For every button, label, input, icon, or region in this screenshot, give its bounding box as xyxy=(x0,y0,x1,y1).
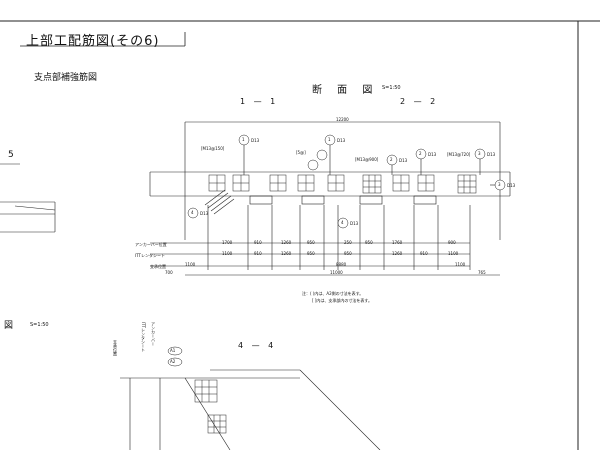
dim-row1-4: 250 xyxy=(344,240,352,245)
dim-row1-1: 910 xyxy=(254,240,262,245)
callout-sup-1: 1 xyxy=(242,137,245,142)
dim-row3-mid: 8880 xyxy=(336,262,347,267)
cut-label-4-4: 4 — 4 xyxy=(238,341,277,350)
callout-sup-3: 2 xyxy=(390,157,393,162)
note-1: 注：( )内は、A2側の寸法を表す。 xyxy=(302,291,364,296)
section-scale: S=1:50 xyxy=(382,85,401,91)
row-label-ittl: ITTレンタシート xyxy=(135,253,165,258)
dim-row2-0: 1100 xyxy=(222,251,233,256)
drawing-subtitle: 支点部補強筋図 xyxy=(34,73,98,83)
side-label-anchor: アンカーバー xyxy=(151,322,156,346)
row-label-anchor: アンカーバー位置 xyxy=(135,242,167,247)
dim-row3-right: 1100 xyxy=(455,262,466,267)
callout-d13-1: D13 xyxy=(251,138,260,143)
callout-sup-2: 1 xyxy=(328,137,331,142)
callout-d13-5: D13 xyxy=(487,152,496,157)
callout-sup-6: 3 xyxy=(498,182,501,187)
side-label-ittl: ITTレンタシート xyxy=(141,322,146,352)
left-partial-label-zu: 図 xyxy=(4,321,14,331)
dim-row2-6: 910 xyxy=(420,251,428,256)
dim-right-end: 765 xyxy=(478,270,486,275)
side-label-bearing: 支承位置 xyxy=(113,340,118,356)
callout-d13-7: D13 xyxy=(200,211,209,216)
row-label-bearing: 支承位置 xyxy=(150,264,166,269)
callout-bracket-3: [M13@900] xyxy=(355,157,379,162)
dim-overall-top: 12200 xyxy=(336,117,349,122)
dim-row2-3: 950 xyxy=(307,251,315,256)
callout-sup-7: 4 xyxy=(191,210,194,215)
left-partial-scale: S=1:50 xyxy=(30,322,49,328)
cut-label-2-2: 2 — 2 xyxy=(400,97,439,106)
dim-row2-4: 950 xyxy=(344,251,352,256)
dim-overall-bottom: 11000 xyxy=(330,270,343,275)
callout-a1: A1 xyxy=(170,348,176,353)
dim-row3-left: 1100 xyxy=(185,262,196,267)
callout-d13-3: D13 xyxy=(399,158,408,163)
callout-bracket-4: [M13@720] xyxy=(447,152,471,157)
note-2: [ ]内は、支承部内の寸法を表す。 xyxy=(312,298,372,303)
dim-row1-3: 950 xyxy=(307,240,315,245)
callout-sup-4: 2 xyxy=(419,151,422,156)
dim-row2-5: 1260 xyxy=(392,251,403,256)
callout-d13-2: D13 xyxy=(337,138,346,143)
callout-sup-5: 3 xyxy=(478,151,481,156)
left-partial-label-5: 5 xyxy=(8,150,14,160)
section-title: 断 面 図 xyxy=(312,85,379,96)
callout-bracket-1: [M13@150] xyxy=(201,146,225,151)
callout-d13-4: D13 xyxy=(428,152,437,157)
callout-d13-6: D13 xyxy=(507,183,516,188)
cut-label-1-1: 1 — 1 xyxy=(240,97,279,106)
dim-left-end: 700 xyxy=(165,270,173,275)
dim-row1-6: 1760 xyxy=(392,240,403,245)
dim-row1-5: 950 xyxy=(365,240,373,245)
callout-bracket-2: [5@] xyxy=(296,150,306,155)
dim-row2-7: 1100 xyxy=(448,251,459,256)
callout-a2: A2 xyxy=(170,359,176,364)
dim-row2-1: 910 xyxy=(254,251,262,256)
drawing-title: 上部工配筋図(その6) xyxy=(26,34,160,49)
dim-row2-2: 1260 xyxy=(281,251,292,256)
dim-row1-7: 900 xyxy=(448,240,456,245)
dim-row1-0: 1700 xyxy=(222,240,233,245)
callout-sup-8: 4 xyxy=(341,220,344,225)
callout-d13-8: D13 xyxy=(350,221,359,226)
dim-row1-2: 1260 xyxy=(281,240,292,245)
